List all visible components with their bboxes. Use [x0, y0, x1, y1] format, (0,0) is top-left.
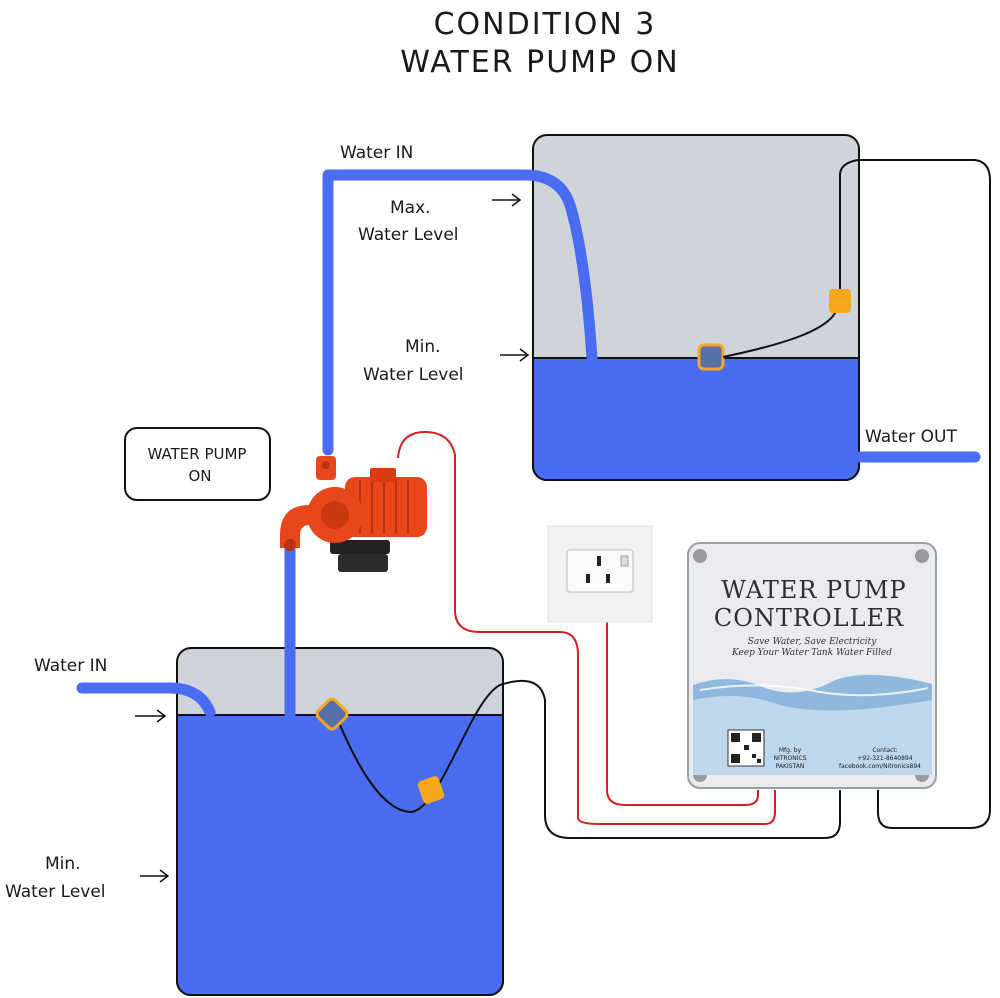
contact-line-1: Contact:	[872, 747, 897, 754]
mfg-line-2: NITRONICS	[773, 755, 806, 762]
lower-min-label-2: Water Level	[5, 882, 106, 902]
lower-min-label-1: Min.	[45, 854, 81, 874]
controller-tagline-2: Keep Your Water Tank Water Filled	[731, 648, 892, 658]
contact-line-3: facebook.com/Nitronics894	[839, 763, 921, 770]
water-pump-icon	[280, 456, 427, 572]
lower-tank	[176, 647, 504, 996]
upper-float-lead	[839, 159, 991, 829]
status-line-1: WATER PUMP	[148, 445, 247, 463]
title-line-1: CONDITION 3	[434, 7, 657, 42]
upper-tank	[532, 134, 860, 481]
status-line-2: ON	[188, 467, 211, 485]
upper-max-label-2: Water Level	[358, 225, 459, 245]
lower-inlet-pipe	[76, 682, 216, 718]
screw-top-left	[693, 549, 707, 563]
lower-float-low	[417, 776, 445, 804]
upper-float-sensor	[697, 343, 725, 371]
title-line-2: WATER PUMP ON	[400, 45, 680, 80]
upper-max-arrow	[492, 193, 522, 207]
controller-title-2: CONTROLLER	[714, 604, 904, 632]
upper-tank-water	[532, 357, 860, 481]
lower-inlet-label: Water IN	[34, 656, 107, 676]
controller-tagline-1: Save Water, Save Electricity	[748, 637, 878, 647]
mfg-line-1: Mfg. by	[779, 747, 802, 754]
status-box: WATER PUMP ON	[124, 427, 271, 501]
pump-power-wire	[397, 430, 776, 825]
lower-float-cable	[339, 680, 841, 839]
mfg-line-3: PAKISTAN	[776, 763, 805, 770]
upper-inlet-label: Water IN	[340, 143, 413, 163]
contact-line-2: +92-321-8640894	[857, 755, 912, 762]
upper-min-label-2: Water Level	[363, 365, 464, 385]
lower-float-sensor	[315, 697, 349, 731]
upper-float-high	[829, 289, 851, 313]
upper-max-label-1: Max.	[390, 198, 431, 218]
lower-inlet-arrow	[135, 709, 167, 723]
power-socket-icon	[547, 525, 653, 623]
socket-wire	[606, 622, 759, 806]
controller-title-1: WATER PUMP	[721, 576, 906, 604]
qr-code-icon	[727, 729, 765, 767]
upper-outlet-label: Water OUT	[865, 427, 957, 447]
screw-top-right	[915, 549, 929, 563]
upper-inlet-pipe	[322, 169, 598, 456]
upper-min-label-1: Min.	[405, 337, 441, 357]
controller-box: WATER PUMP CONTROLLER Save Water, Save E…	[687, 542, 937, 789]
lower-min-arrow	[140, 869, 170, 883]
upper-min-arrow	[500, 348, 530, 362]
